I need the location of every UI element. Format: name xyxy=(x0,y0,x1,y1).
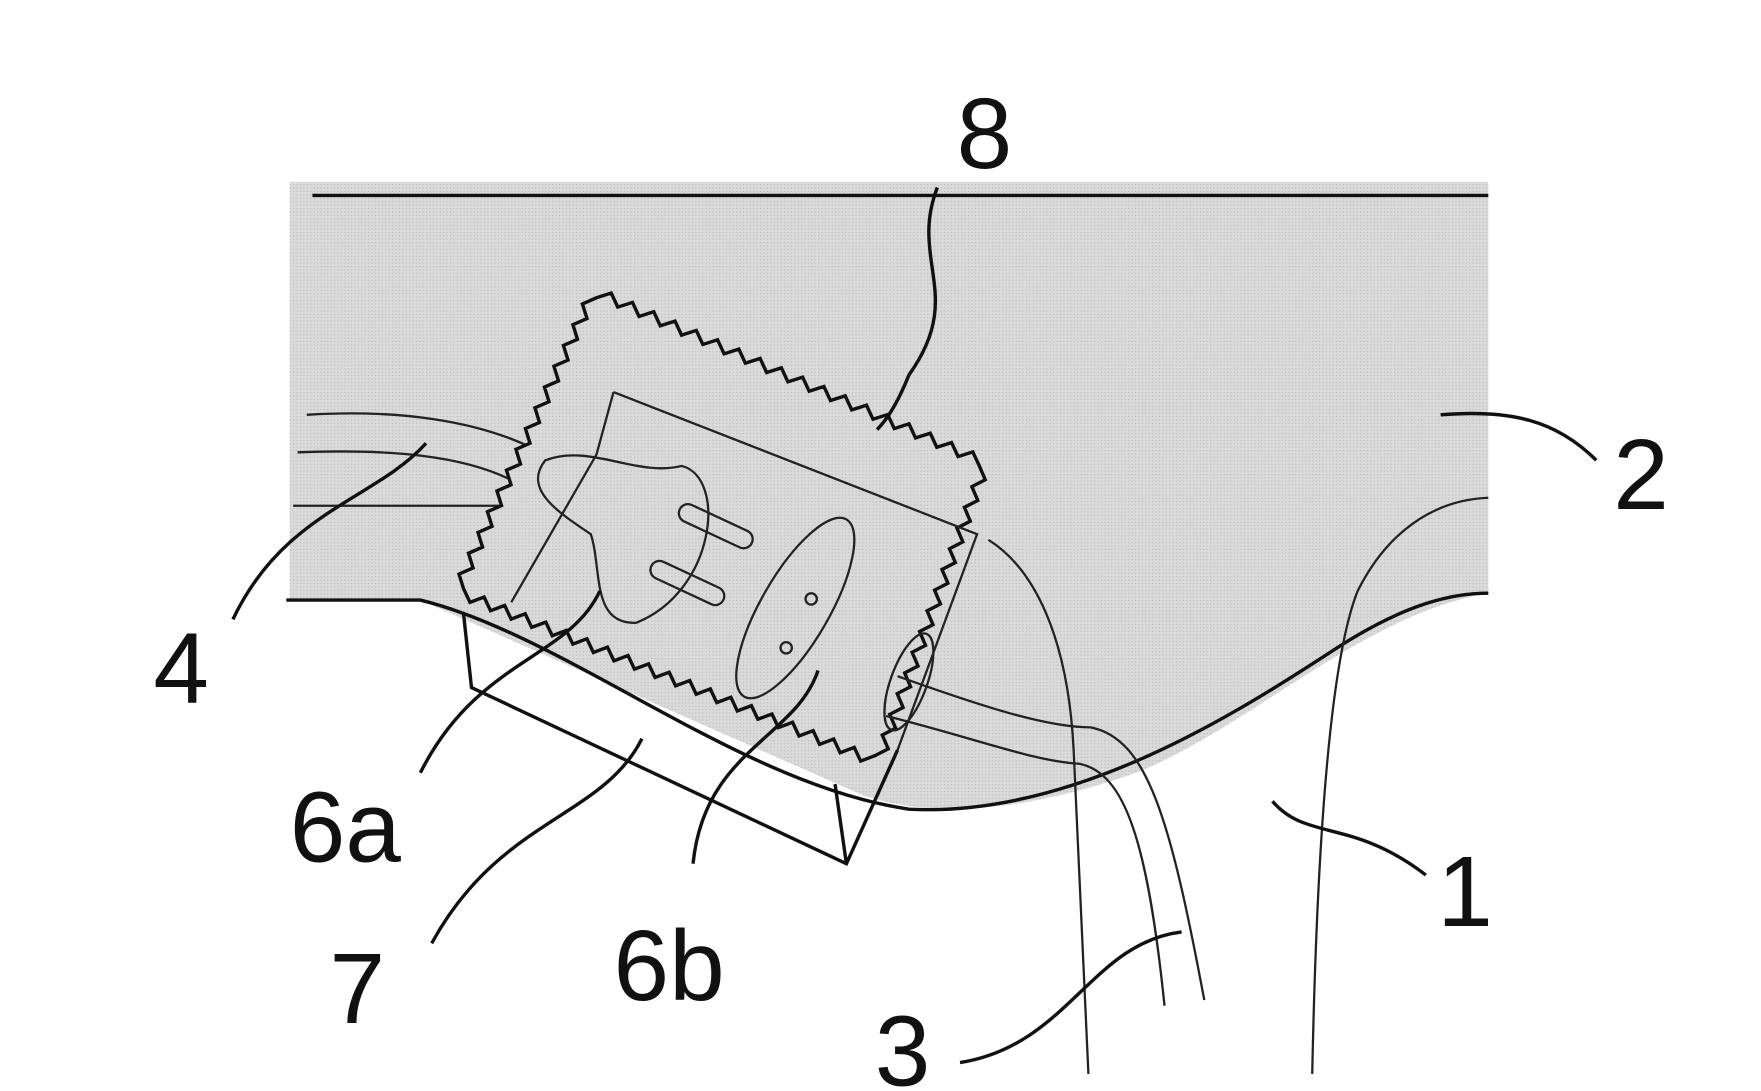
cable-4-line xyxy=(297,450,518,484)
socket-6b xyxy=(735,516,856,700)
label-1: 1 xyxy=(1437,836,1493,948)
cable-3 xyxy=(897,675,1206,1001)
label-6b: 6b xyxy=(614,910,725,1022)
leader-3 xyxy=(959,930,1182,1065)
cable-3-line xyxy=(987,538,1090,1075)
cable-entry xyxy=(883,632,935,732)
leader-7 xyxy=(430,737,644,945)
leader-2 xyxy=(1440,411,1598,462)
label-8: 8 xyxy=(957,78,1013,190)
leader-1 xyxy=(1271,800,1427,877)
leader-8 xyxy=(875,186,939,431)
leader-4 xyxy=(231,442,428,621)
patch-8 xyxy=(456,290,988,764)
device-outline xyxy=(510,391,979,751)
label-4: 4 xyxy=(153,612,209,724)
leader-6a xyxy=(418,590,602,774)
label-7: 7 xyxy=(329,933,385,1045)
socket-hole xyxy=(779,640,794,655)
leader-6b xyxy=(691,669,820,864)
plug-pin xyxy=(649,559,726,607)
label-3: 3 xyxy=(875,995,931,1091)
lower-boundary-curve xyxy=(286,591,1489,812)
socket-hole xyxy=(804,592,819,606)
plug-6a xyxy=(537,454,710,624)
cable-4 xyxy=(306,412,535,450)
box-7 xyxy=(461,613,900,866)
plug-pin xyxy=(677,502,754,550)
label-2: 2 xyxy=(1613,419,1669,531)
label-6a: 6a xyxy=(290,771,402,883)
cable-3-line xyxy=(885,714,1166,1006)
body-1-outline xyxy=(1311,496,1489,1074)
